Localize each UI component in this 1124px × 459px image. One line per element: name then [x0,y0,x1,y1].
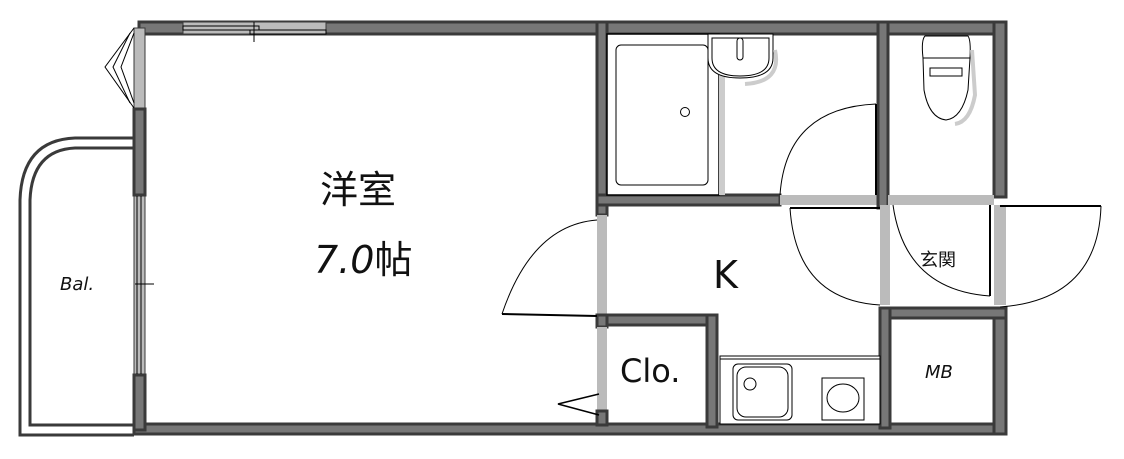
kitchen-label: K [713,253,738,297]
western-room-size: 7.0帖 [314,238,412,282]
balcony-door [133,195,154,375]
closet-label: Clo. [620,352,681,390]
western-room-size-number: 7.0 [314,238,375,282]
western-room-label: 洋室 [320,168,397,212]
entrance-walls [878,205,1008,430]
room-door-swing [501,219,598,317]
bathroom-door-swing [779,103,877,196]
bay-window [104,27,146,109]
toilet [921,35,978,126]
bathtub [606,33,725,196]
kitchen-sink [732,363,793,421]
meter-box-label: MB [925,362,953,383]
balcony-label: Bal. [60,274,95,295]
closet-door [557,393,600,416]
western-room-size-unit: 帖 [374,238,413,282]
exterior-walls [132,20,1008,436]
kitchen-door-swing [789,207,881,306]
stove [821,377,865,421]
front-door-swing [999,205,1102,308]
toilet-door-swing [892,204,991,297]
entrance-label: 玄関 [920,250,956,271]
toilet-opening [888,195,994,205]
washbasin [707,33,779,86]
kitchen-walls [595,203,719,429]
balcony [18,136,134,437]
top-window [182,21,327,42]
